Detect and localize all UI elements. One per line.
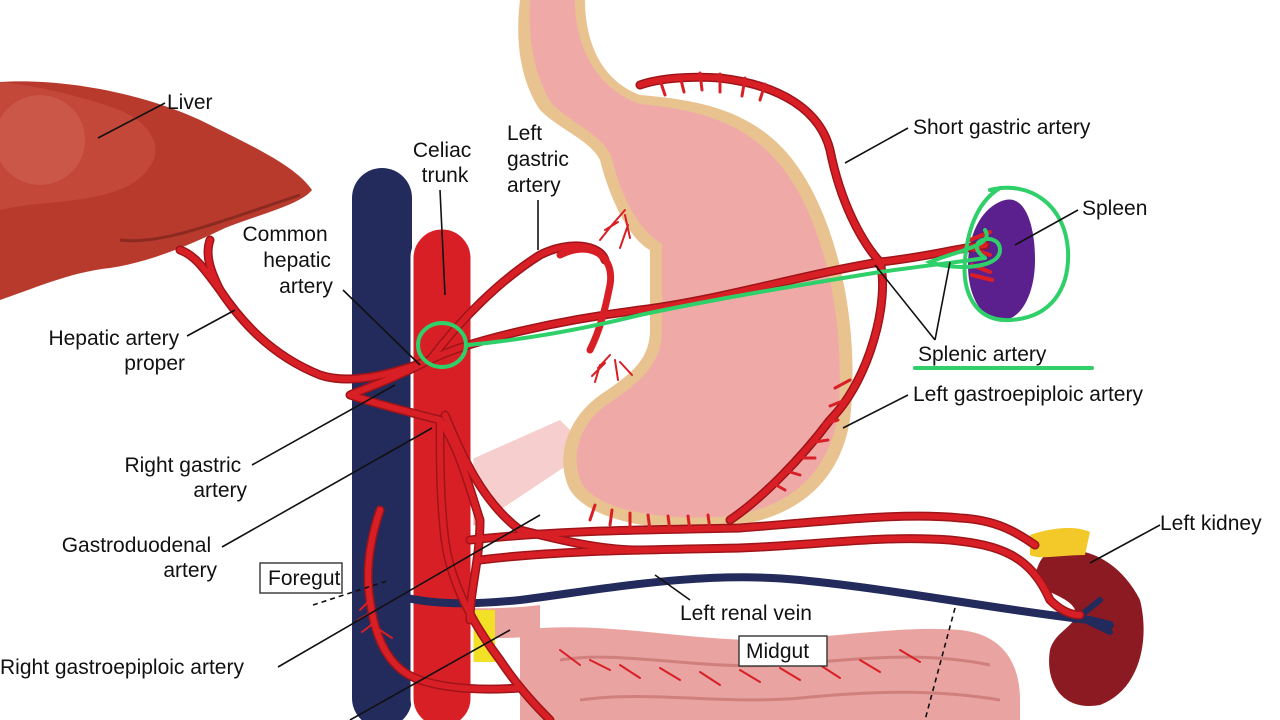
label-common-hepatic-artery: Common hepatic artery: [242, 223, 336, 298]
label-left-renal-vein: Left renal vein: [680, 602, 812, 625]
label-left-gastroepiploic-artery: Left gastroepiploic artery: [913, 383, 1143, 406]
label-foregut: Foregut: [268, 567, 341, 590]
label-gastroduodenal-artery: Gastroduodenal artery: [62, 534, 218, 582]
splenic-trace-annotation: [466, 256, 987, 347]
label-midgut: Midgut: [746, 640, 809, 663]
stomach: [518, 0, 853, 529]
label-right-gastroepiploic-artery: Right gastroepiploic artery: [0, 656, 244, 679]
label-short-gastric-artery: Short gastric artery: [913, 116, 1091, 139]
leader-lines: [97, 102, 1161, 720]
label-left-gastric-artery: Left gastric artery: [507, 122, 575, 197]
small-intestine: [520, 627, 1020, 720]
spleen-circle-annotation: [962, 185, 1071, 323]
green-annotations: [416, 185, 1094, 370]
left-kidney: [1030, 528, 1144, 706]
label-celiac-trunk: Celiac trunk: [413, 139, 477, 187]
label-spleen: Spleen: [1082, 197, 1147, 220]
arteries: [175, 71, 1085, 720]
label-splenic-artery: Splenic artery: [918, 343, 1047, 366]
label-right-gastric-artery: Right gastric artery: [124, 454, 247, 502]
label-left-kidney: Left kidney: [1160, 512, 1262, 535]
label-hepatic-artery-proper: Hepatic artery proper: [48, 327, 185, 375]
foregut-box: [259, 562, 343, 594]
spleen-loop-annotation: [924, 228, 1003, 269]
midgut-box: [738, 635, 828, 667]
label-liver: Liver: [167, 91, 213, 114]
liver: [0, 81, 312, 300]
